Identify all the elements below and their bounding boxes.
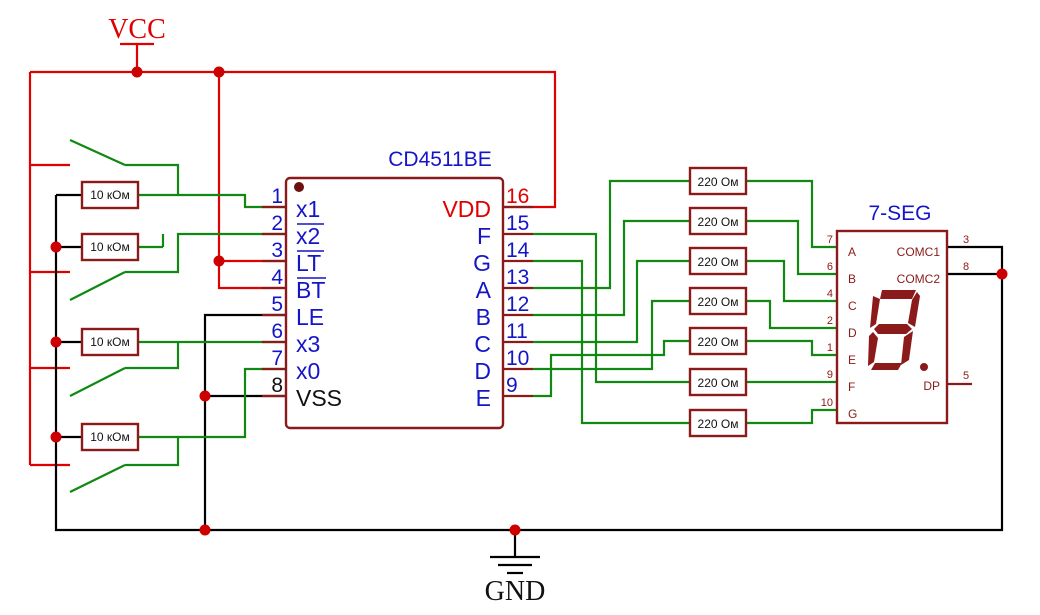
display-pin-num: 6 bbox=[827, 261, 833, 273]
display-pin-label: C bbox=[848, 299, 857, 313]
display-pin-label: DP bbox=[923, 379, 940, 393]
decoder-pin-num: 8 bbox=[271, 374, 283, 397]
decoder-pin-label: VSS bbox=[296, 385, 342, 411]
decoder-pin-label: C bbox=[474, 331, 491, 357]
display-pin-label: G bbox=[848, 407, 857, 421]
decoder-pin-label: x1 bbox=[296, 196, 320, 222]
svg-text:10 кОм: 10 кОм bbox=[90, 335, 130, 349]
svg-text:10 кОм: 10 кОм bbox=[90, 188, 130, 202]
display-pin-num: 4 bbox=[827, 288, 833, 300]
decoder-pin-label: A bbox=[476, 277, 492, 303]
display-pin-label: COMC2 bbox=[897, 272, 941, 286]
display-pin-num: 8 bbox=[963, 261, 969, 273]
pullup-resistor-4: 10 кОм bbox=[80, 422, 140, 452]
decoder-pin-num: 5 bbox=[271, 293, 283, 316]
display-pin-label: D bbox=[848, 326, 857, 340]
ground-symbol-icon bbox=[490, 555, 540, 575]
pullup-resistor-1: 10 кОм bbox=[80, 180, 140, 210]
digit-eight-icon bbox=[868, 290, 928, 371]
input-switches bbox=[69, 138, 286, 493]
decoder-ic: CD4511BE 1 2 3 4 5 6 7 8 x1 x2 LT BT LE … bbox=[262, 148, 533, 430]
seven-segment-display: 7-SEG 7 6 4 2 1 9 10 A B C D E F G 3 8 5… bbox=[821, 202, 972, 425]
display-pin-num: 2 bbox=[827, 315, 833, 327]
svg-text:220 Ом: 220 Ом bbox=[698, 255, 739, 269]
display-pin-num: 10 bbox=[821, 397, 833, 409]
decoder-pin-num: 2 bbox=[271, 212, 283, 235]
display-pin-label: COMC1 bbox=[897, 245, 941, 259]
decoder-pin-label: D bbox=[474, 358, 491, 384]
segment-resistor-1: 220 Ом bbox=[688, 166, 748, 196]
display-pin-label: B bbox=[848, 272, 856, 286]
gnd-label: GND bbox=[485, 576, 546, 607]
decoder-pin-label: B bbox=[476, 304, 491, 330]
decoder-pin-num: 10 bbox=[506, 347, 529, 370]
decoder-pin-num: 7 bbox=[271, 347, 283, 370]
decoder-pin-label: x2 bbox=[296, 223, 320, 249]
decoder-pin-num: 1 bbox=[271, 185, 283, 208]
decoder-pin-num: 6 bbox=[271, 320, 283, 343]
svg-text:220 Ом: 220 Ом bbox=[698, 295, 739, 309]
decoder-pin-num: 16 bbox=[506, 185, 529, 208]
vcc-net bbox=[28, 42, 557, 467]
segment-resistor-4: 220 Ом bbox=[688, 286, 748, 316]
decoder-pin-label: E bbox=[476, 385, 491, 411]
segment-resistor-7: 220 Ом bbox=[688, 408, 748, 438]
decoder-pin-num: 15 bbox=[506, 212, 529, 235]
decoder-pin-label: F bbox=[477, 223, 491, 249]
display-pin-label: E bbox=[848, 353, 856, 367]
decoder-pin-num: 9 bbox=[506, 374, 518, 397]
pullup-resistor-3: 10 кОм bbox=[80, 327, 140, 357]
decoder-pin-num: 11 bbox=[506, 320, 528, 343]
decoder-pin-label: VDD bbox=[442, 196, 491, 222]
pullup-resistor-2: 10 кОм bbox=[80, 232, 140, 262]
output-wires bbox=[533, 179, 837, 425]
svg-text:220 Ом: 220 Ом bbox=[698, 175, 739, 189]
display-pin-num: 5 bbox=[963, 370, 969, 382]
vcc-label: VCC bbox=[108, 14, 166, 45]
display-pin-num: 7 bbox=[827, 234, 833, 246]
display-pin-label: F bbox=[848, 380, 855, 394]
decoder-pin-num: 13 bbox=[506, 266, 529, 289]
decoder-title: CD4511BE bbox=[388, 148, 492, 171]
svg-text:220 Ом: 220 Ом bbox=[698, 376, 739, 390]
svg-text:220 Ом: 220 Ом bbox=[698, 215, 739, 229]
display-pin-num: 3 bbox=[963, 234, 969, 246]
svg-text:10 кОм: 10 кОм bbox=[90, 430, 130, 444]
segment-resistor-3: 220 Ом bbox=[688, 246, 748, 276]
decoder-pin-label: BT bbox=[296, 277, 325, 303]
svg-text:220 Ом: 220 Ом bbox=[698, 417, 739, 431]
decoder-pin-label: x0 bbox=[296, 358, 320, 384]
display-pin-num: 1 bbox=[827, 342, 833, 354]
segment-resistor-6: 220 Ом bbox=[688, 367, 748, 397]
display-pin-num: 9 bbox=[827, 369, 833, 381]
decoder-pin-label: x3 bbox=[296, 331, 320, 357]
decoder-pin-label: LT bbox=[296, 250, 321, 276]
display-title: 7-SEG bbox=[868, 202, 931, 225]
ground-net bbox=[50, 193, 1008, 556]
decoder-pin-label: G bbox=[473, 250, 491, 276]
decoder-pin-num: 14 bbox=[506, 239, 530, 262]
segment-resistor-2: 220 Ом bbox=[688, 206, 748, 236]
decoder-pin-num: 3 bbox=[271, 239, 283, 262]
svg-text:10 кОм: 10 кОм bbox=[90, 240, 130, 254]
decoder-pin-num: 12 bbox=[506, 293, 529, 316]
svg-text:220 Ом: 220 Ом bbox=[698, 335, 739, 349]
segment-resistor-5: 220 Ом bbox=[688, 326, 748, 356]
display-pin-label: A bbox=[848, 245, 856, 259]
decoder-pin-label: LE bbox=[296, 304, 324, 330]
decoder-pin-num: 4 bbox=[271, 266, 283, 289]
